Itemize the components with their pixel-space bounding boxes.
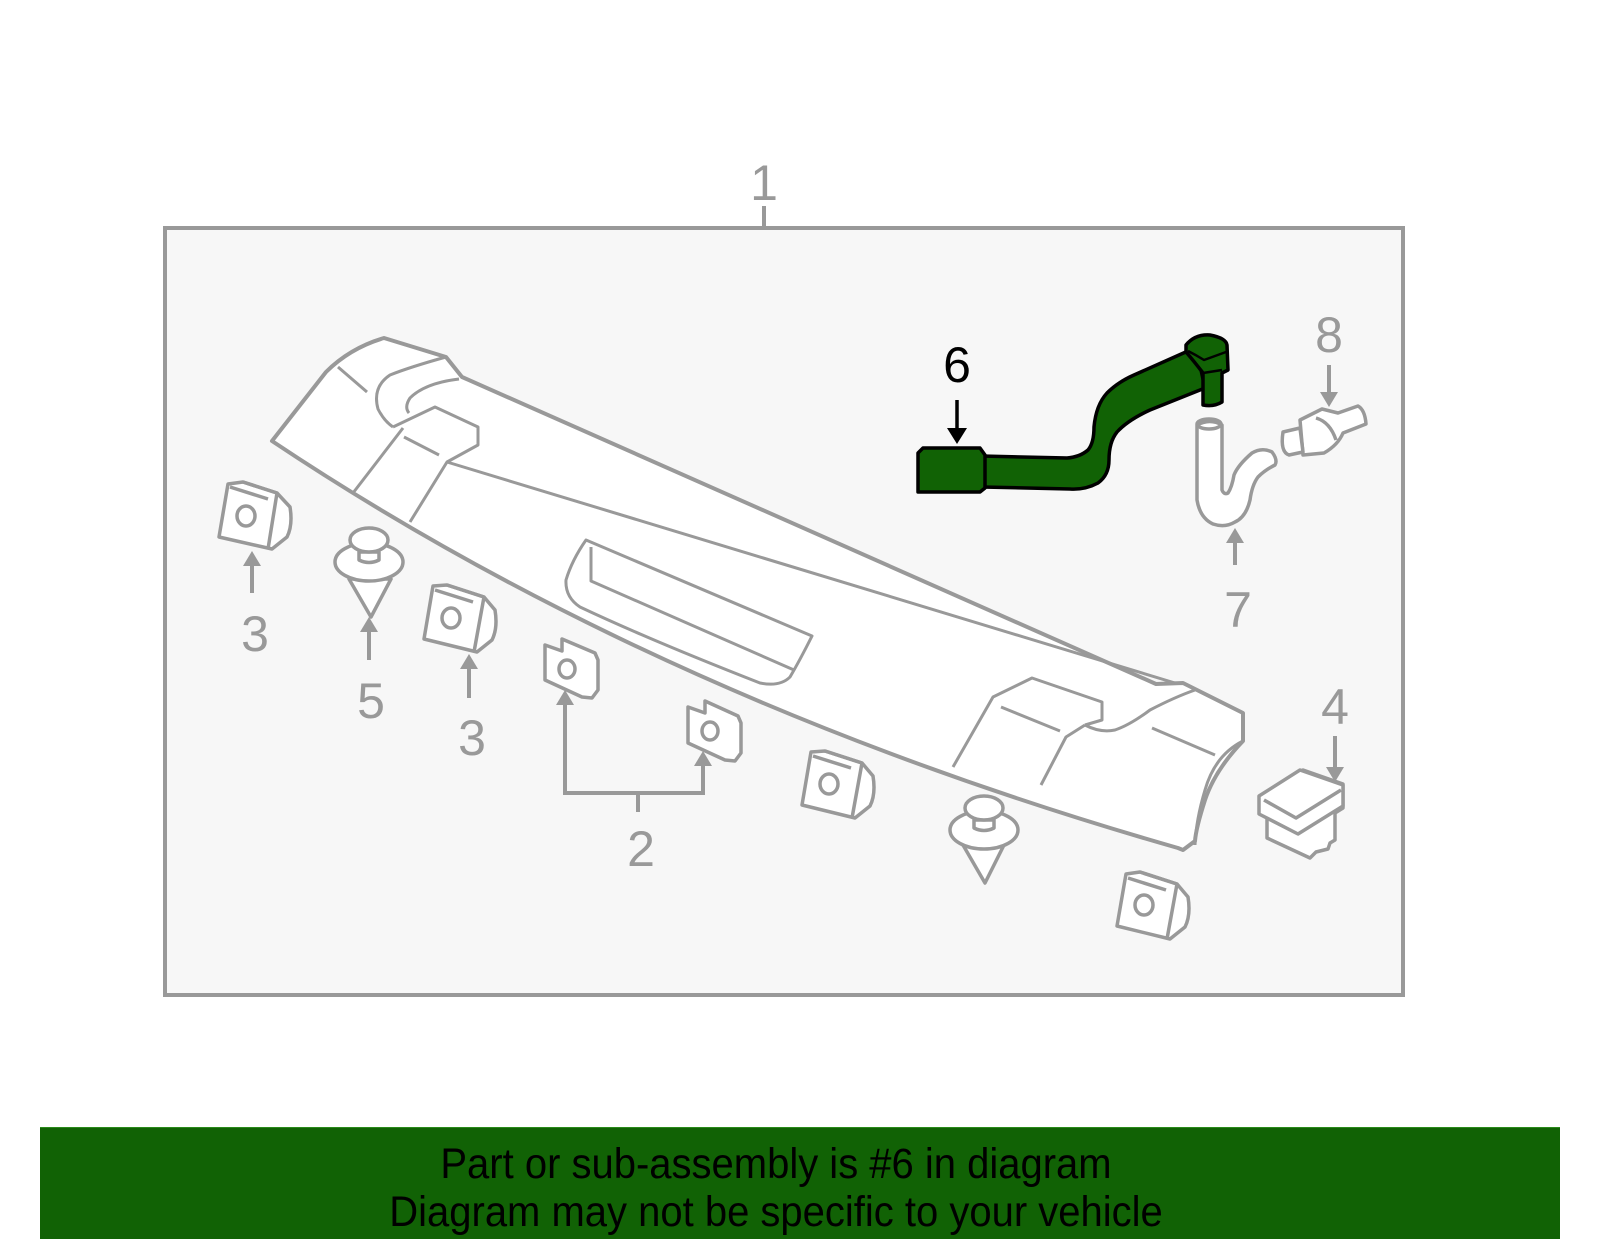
callout-label-3-left: 3 (241, 606, 269, 662)
callout-label-7: 7 (1224, 582, 1252, 638)
washer-hose-part-6[interactable] (916, 333, 1230, 494)
end-cap-part-4[interactable] (1257, 768, 1345, 860)
callout-label-2: 2 (627, 821, 655, 877)
nut-clip-unlabeled-bottom-right[interactable] (1115, 870, 1191, 941)
hose-elbow-part-7[interactable] (1195, 417, 1278, 528)
banner-line-disclaimer: Diagram may not be specific to your vehi… (389, 1188, 1163, 1236)
clip-part-2-right[interactable] (686, 699, 743, 763)
nut-clip-part-3-left[interactable] (217, 480, 293, 551)
callout-arrow-7 (1226, 528, 1244, 565)
callout-arrow-3-middle (460, 654, 478, 698)
clip-part-2-left[interactable] (543, 637, 600, 700)
callout-arrow-3-left (243, 551, 261, 593)
callout-arrow-2-left (556, 690, 574, 705)
callout-arrow-6 (947, 400, 967, 444)
callout-label-3-middle: 3 (458, 710, 486, 766)
banner-line-part-number: Part or sub-assembly is #6 in diagram (440, 1140, 1112, 1188)
callout-arrow-4 (1326, 736, 1344, 782)
washer-nozzle-part-8[interactable] (1280, 404, 1368, 457)
callout-label-6: 6 (943, 337, 971, 393)
callout-arrow-2-right (694, 751, 712, 766)
nut-clip-part-3-middle[interactable] (422, 583, 498, 654)
callout-label-5: 5 (357, 673, 385, 729)
callout-label-4: 4 (1321, 679, 1349, 735)
callout-label-8: 8 (1315, 307, 1343, 363)
nut-clip-unlabeled-center[interactable] (800, 749, 876, 820)
push-rivet-unlabeled-right[interactable] (948, 794, 1020, 885)
callout-arrow-5 (360, 617, 378, 660)
callout-arrow-8 (1320, 365, 1338, 407)
callout-bracket-2 (563, 700, 705, 812)
info-banner: Part or sub-assembly is #6 in diagram Di… (40, 1127, 1560, 1239)
spoiler-assembly[interactable] (270, 336, 1245, 852)
callout-label-1: 1 (750, 155, 778, 211)
push-rivet-part-5[interactable] (333, 526, 405, 619)
